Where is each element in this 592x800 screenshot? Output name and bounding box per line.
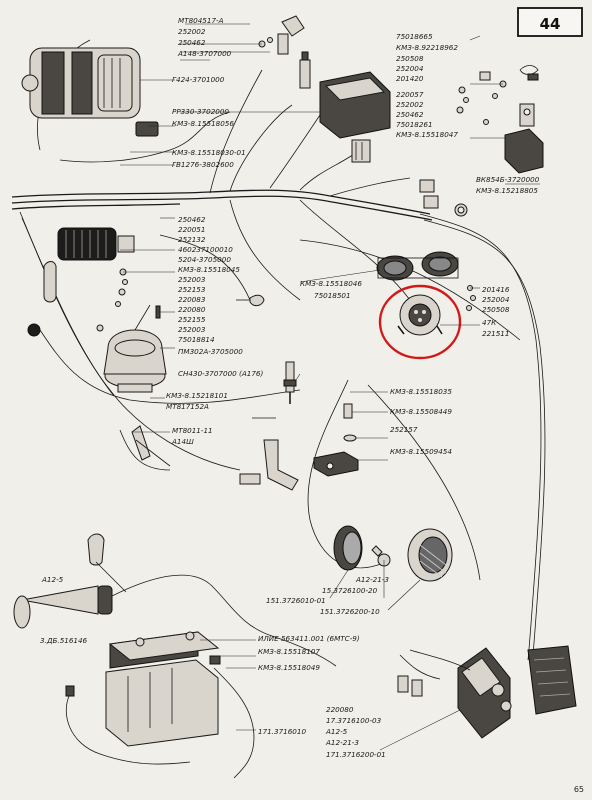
label-mt8011: МТ8011-11 [172, 426, 213, 435]
label-220051: 220051 [178, 225, 205, 234]
label-4602: 460237100010 [178, 245, 233, 254]
page-number-text: 44 [540, 15, 561, 33]
label-zdb: 3.ДБ.516146 [40, 636, 88, 645]
hardware-left [27, 261, 161, 337]
spring-clip [492, 65, 539, 99]
label-ilie: ИЛИЕ 563411.001 (6МТС-9) [258, 634, 360, 643]
wiring-harness [11, 39, 546, 667]
label-201416: 201416 [482, 285, 510, 294]
label-250462: 250462 [178, 38, 206, 47]
page-number-box [517, 7, 583, 37]
spark-plug-sn430 [283, 361, 297, 404]
label-a14sh: А14Ш [171, 437, 194, 446]
label-kmz48: КМЗ-8.15518049 [258, 663, 320, 672]
label-220080: 220080 [178, 305, 206, 314]
plug-cap-angle [239, 417, 299, 491]
label-kmz54: КМЗ-8.15509454 [390, 447, 452, 456]
horn-zdb [13, 533, 337, 667]
label-250508: 250508 [396, 54, 424, 63]
label-252003b: 252003 [178, 325, 206, 334]
label-kmz30: КМЗ-8.15518030-01 [172, 148, 246, 157]
label-kmz47: КМЗ-8.15518047 [396, 130, 458, 139]
label-75018665: 75018665 [396, 32, 433, 41]
spark-plug-cap-a148 [258, 15, 311, 89]
label-75018501: 75018501 [314, 291, 351, 300]
relay-vk854 [504, 103, 544, 174]
label-252004b: 252004 [482, 295, 510, 304]
battery-leads [65, 655, 255, 779]
label-75018814: 75018814 [178, 335, 215, 344]
label-221511: 221511 [482, 329, 509, 338]
label-kmz49: КМЗ-8.15508449 [390, 407, 452, 416]
hardware-kmz-right [313, 403, 359, 477]
label-kmz101: КМЗ-8.15218101 [166, 391, 228, 400]
label-75018261: 75018261 [396, 120, 433, 129]
label-mt804517a: МТ804517-А [178, 16, 224, 25]
connector-block [135, 121, 468, 217]
label-220083: 220083 [178, 295, 206, 304]
label-252157: 252157 [390, 425, 418, 434]
label-220057: 220057 [396, 90, 424, 99]
label-kmz35: КМЗ-8.15518035 [390, 387, 452, 396]
label-151372: 151.3726010-01 [266, 596, 326, 605]
label-kmz62: КМЗ-8.92218962 [396, 43, 458, 52]
label-kmz46: КМЗ-8.15518046 [300, 279, 362, 288]
ignition-switch-pm302 [103, 304, 167, 393]
instrument-cluster-lenses [376, 251, 459, 281]
label-pm302: ПМ302А-3705000 [178, 347, 243, 356]
label-rr330: РР330-3702000 [172, 107, 229, 116]
page-footer-number: 65 [574, 785, 584, 794]
label-a148: А148-3707000 [177, 49, 232, 58]
label-a12213: А12-21-3 [355, 575, 389, 584]
label-a125b: А12-5 [325, 727, 348, 736]
label-gv1276: ГВ1276-3802600 [172, 160, 234, 169]
label-1513726: 151.3726200-10 [320, 607, 380, 616]
ignition-coil-5204 [57, 227, 135, 261]
bracket-a14sh [131, 425, 171, 467]
label-5204: 5204-3705000 [178, 255, 231, 264]
label-201420: 201420 [396, 74, 424, 83]
label-252004: 252004 [396, 64, 424, 73]
washers-stack [456, 71, 491, 125]
label-a125: А12-5 [41, 575, 64, 584]
label-250462b: 250462 [396, 110, 424, 119]
label-vk854: ВК854Б-3720000 [476, 175, 540, 184]
part-labels: МТ804517-А 252002 250462 А148-3707000 Г4… [40, 16, 540, 759]
label-kmz45: КМЗ-8.15518045 [178, 265, 240, 274]
label-sn430: СН430-3707000 (А176) [178, 369, 263, 378]
label-252153: 252153 [178, 285, 206, 294]
label-252002: 252002 [178, 27, 206, 36]
label-kmz56: КМЗ-8.15518056 [172, 119, 234, 128]
label-250508b: 250508 [482, 305, 510, 314]
label-252003: 252003 [178, 275, 206, 284]
label-a12213b: А12-21-3 [325, 738, 359, 747]
label-g424: Г424-3701000 [172, 75, 225, 84]
label-220080b: 220080 [326, 705, 354, 714]
battery-6mts9 [105, 631, 220, 747]
label-171: 171.3716010 [258, 727, 306, 736]
label-252132: 252132 [178, 235, 206, 244]
label-250462c: 250462 [178, 215, 206, 224]
label-252002b: 252002 [396, 100, 424, 109]
headlamp-151 [333, 525, 453, 582]
label-173716: 17.3716100-03 [326, 716, 382, 725]
label-47k: 47К [482, 318, 497, 327]
label-kmz05: КМЗ-8.15218805 [476, 186, 538, 195]
label-1713716: 171.3716200-01 [326, 750, 386, 759]
switch-47k [397, 294, 443, 336]
label-kmz07: КМЗ-8.15518107 [258, 647, 320, 656]
rear-light-171 [397, 645, 577, 739]
bolt-220080 [236, 294, 265, 307]
highlight-circle [378, 284, 462, 360]
leader-lines [120, 23, 540, 751]
label-mt817152: МТ817152А [166, 402, 209, 411]
hardware-right-201416 [466, 285, 476, 311]
generator-g424 [21, 47, 141, 119]
label-252155: 252155 [178, 315, 206, 324]
voltage-regulator-rr330 [319, 71, 391, 163]
label-1537261: 15.3726100-20 [322, 586, 378, 595]
